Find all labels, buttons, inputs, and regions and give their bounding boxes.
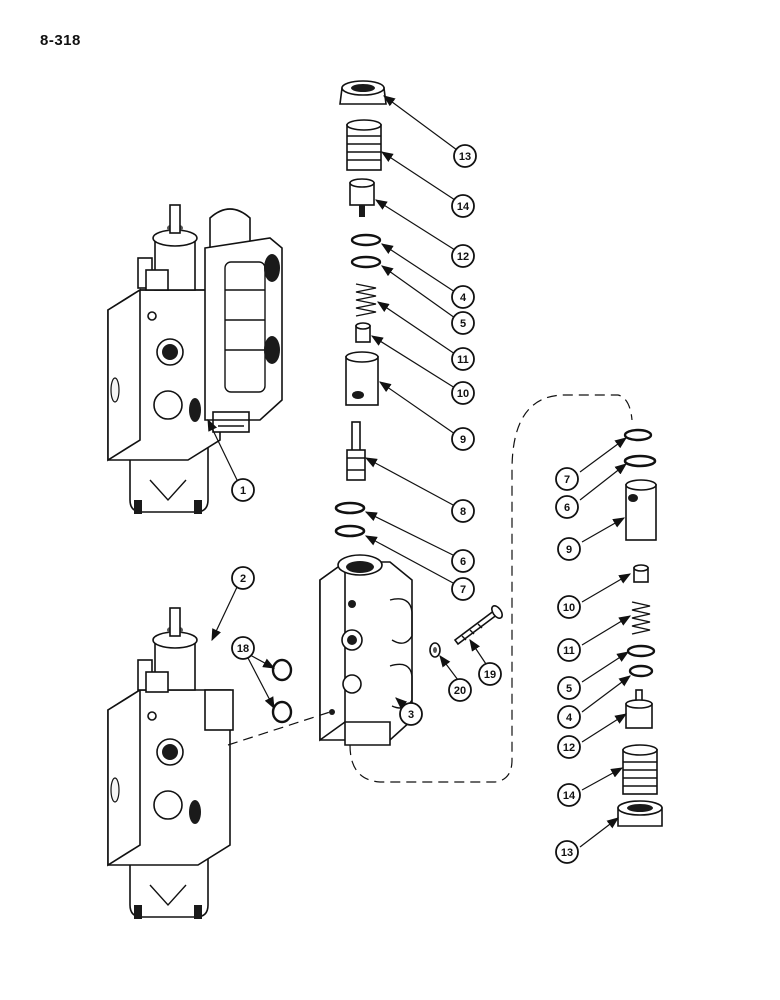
svg-text:5: 5	[566, 683, 572, 695]
svg-text:10: 10	[457, 388, 469, 400]
callout-5-top: 5	[451, 311, 475, 335]
right-part-stack	[617, 428, 663, 827]
callout-3: 3	[399, 702, 423, 726]
svg-text:12: 12	[563, 742, 575, 754]
svg-text:13: 13	[459, 151, 471, 163]
svg-text:14: 14	[457, 201, 470, 213]
leader-lines	[207, 95, 632, 848]
callout-12-right: 12	[557, 735, 581, 759]
svg-text:4: 4	[566, 712, 573, 724]
callout-11-top: 11	[451, 347, 475, 371]
svg-text:1: 1	[240, 485, 246, 497]
svg-text:5: 5	[460, 318, 466, 330]
svg-text:8: 8	[460, 506, 466, 518]
svg-text:18: 18	[237, 643, 249, 655]
svg-text:3: 3	[408, 709, 414, 721]
svg-text:13: 13	[561, 847, 573, 859]
center-part-stack	[334, 80, 387, 538]
valve-assembly-1	[107, 204, 283, 514]
svg-text:11: 11	[563, 645, 575, 657]
callout-19: 19	[478, 662, 502, 686]
svg-text:9: 9	[460, 434, 466, 446]
seals-18	[271, 658, 293, 724]
svg-text:7: 7	[564, 474, 570, 486]
callout-14-top: 14	[451, 194, 475, 218]
callout-6-center: 6	[451, 549, 475, 573]
svg-text:20: 20	[454, 685, 466, 697]
callout-7-center: 7	[451, 577, 475, 601]
callout-12-top: 12	[451, 244, 475, 268]
svg-text:12: 12	[457, 251, 469, 263]
callout-20: 20	[448, 678, 472, 702]
svg-text:4: 4	[460, 292, 467, 304]
callout-4-right: 4	[557, 705, 581, 729]
bolt-19	[453, 605, 503, 646]
callout-2: 2	[231, 566, 255, 590]
callout-4-top: 4	[451, 285, 475, 309]
svg-text:7: 7	[460, 584, 466, 596]
svg-text:6: 6	[460, 556, 466, 568]
callout-7-right: 7	[555, 467, 579, 491]
callout-13-top: 13	[453, 144, 477, 168]
callout-8: 8	[451, 499, 475, 523]
callout-1: 1	[231, 478, 255, 502]
callout-9-right: 9	[557, 537, 581, 561]
valve-assembly-2	[107, 607, 234, 919]
callout-10-right: 10	[557, 595, 581, 619]
washer-20	[429, 642, 441, 658]
svg-text:2: 2	[240, 573, 246, 585]
page-number: 8-318	[40, 32, 81, 49]
callout-10-top: 10	[451, 381, 475, 405]
svg-text:19: 19	[484, 669, 496, 681]
svg-text:11: 11	[457, 354, 469, 366]
callout-14-right: 14	[557, 783, 581, 807]
svg-text:9: 9	[566, 544, 572, 556]
section-body-3	[319, 554, 413, 746]
svg-text:14: 14	[563, 790, 576, 802]
callout-5-right: 5	[557, 676, 581, 700]
callout-18: 18	[231, 636, 255, 660]
callout-13-right: 13	[555, 840, 579, 864]
callout-6-right: 6	[555, 495, 579, 519]
callout-9-top: 9	[451, 427, 475, 451]
callout-11-right: 11	[557, 638, 581, 662]
svg-text:10: 10	[563, 602, 575, 614]
svg-text:6: 6	[564, 502, 570, 514]
